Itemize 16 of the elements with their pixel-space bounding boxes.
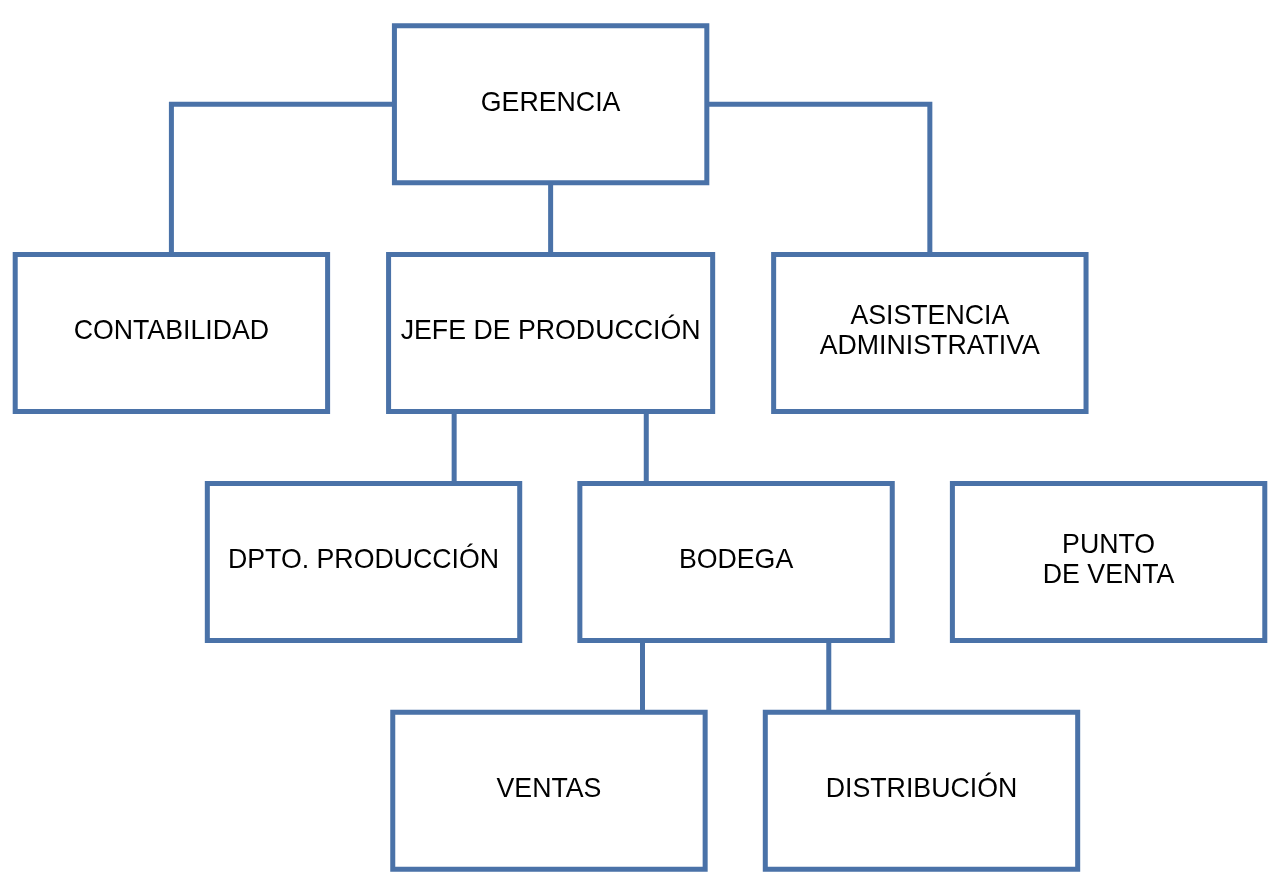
connector [640, 640, 645, 712]
node-box: BODEGA [577, 480, 895, 643]
connector [548, 182, 554, 255]
node-box: CONTABILIDAD [12, 252, 331, 415]
connector [168, 101, 395, 255]
connector [451, 411, 457, 484]
connector [707, 101, 933, 255]
connector [826, 640, 832, 712]
node-box: DPTO. PRODUCCIÓN [204, 480, 523, 643]
connector [643, 411, 649, 484]
node-box: PUNTO DE VENTA [949, 480, 1268, 643]
node-box: ASISTENCIA ADMINISTRATIVA [771, 252, 1089, 415]
node-box: DISTRIBUCIÓN [762, 709, 1081, 872]
node-box: GERENCIA [391, 23, 710, 186]
node-box: JEFE DE PRODUCCIÓN [386, 252, 716, 415]
node-box: VENTAS [390, 709, 708, 872]
